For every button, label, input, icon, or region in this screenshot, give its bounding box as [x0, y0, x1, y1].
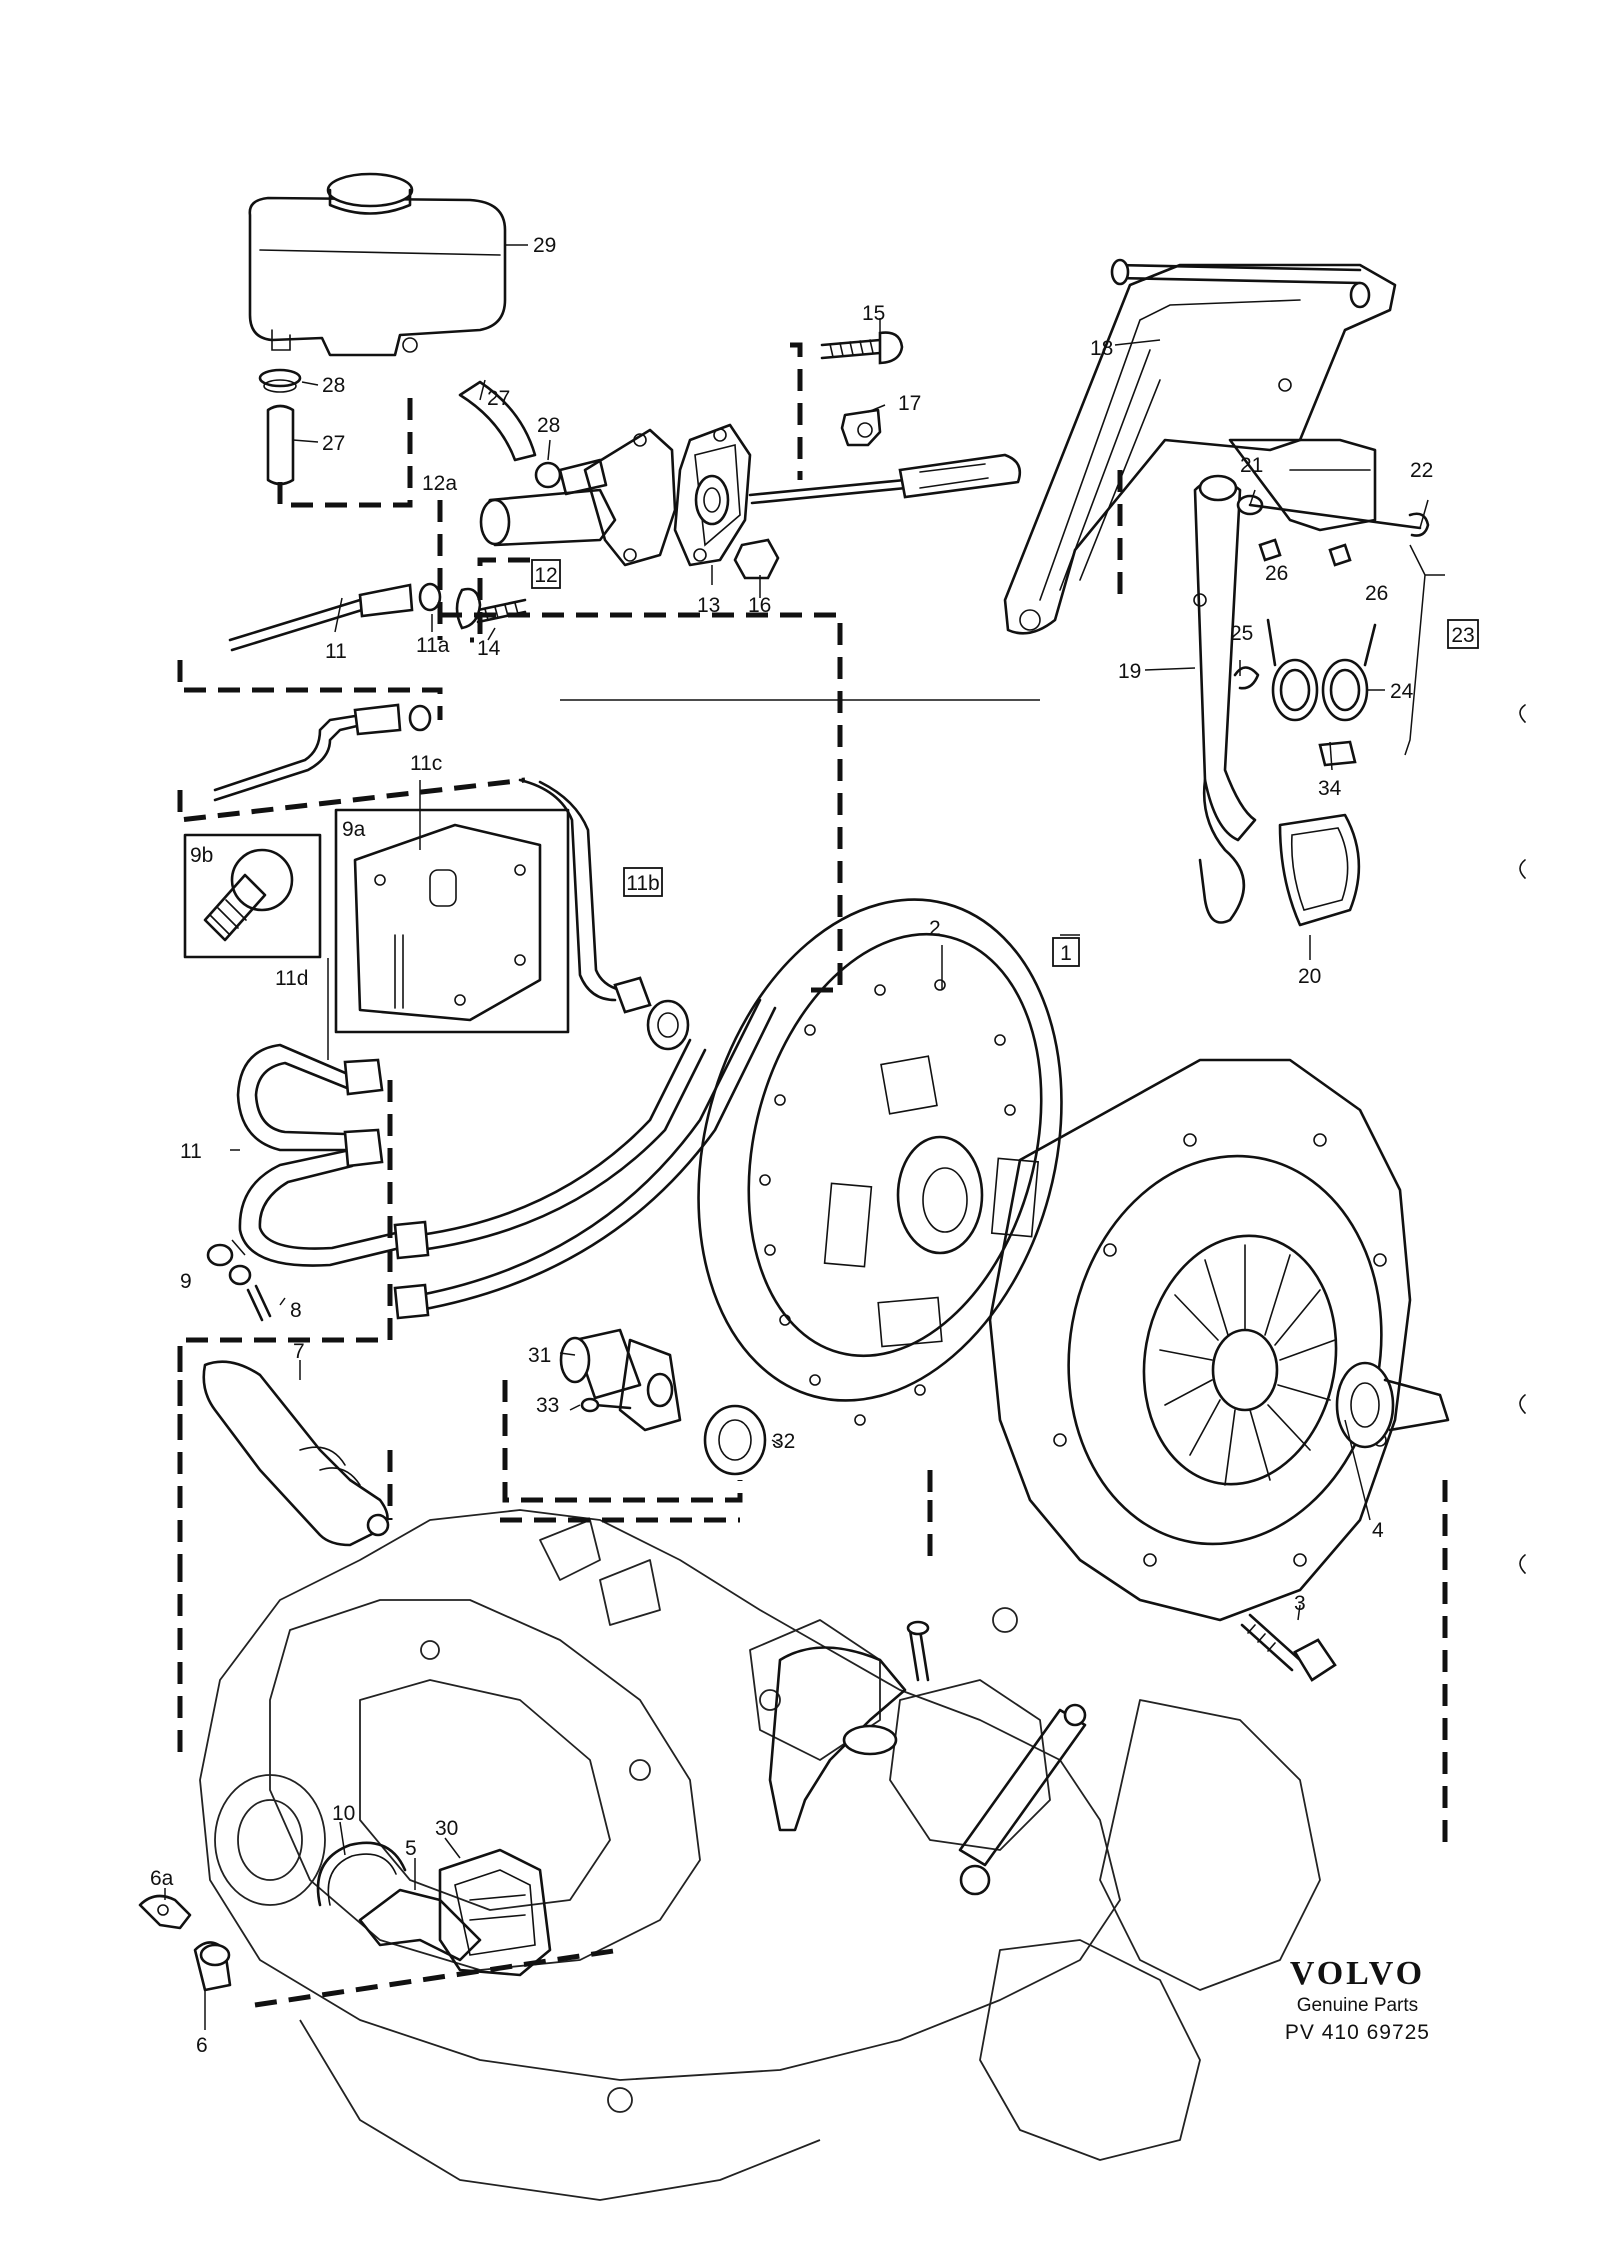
- pressure-plate-bolt: [1240, 1613, 1337, 1682]
- pipe-11c: [213, 703, 432, 802]
- callout-16: 16: [748, 594, 771, 617]
- callout-2: 2: [929, 917, 941, 940]
- connector-lines: [177, 342, 1448, 2008]
- master-bolt: [820, 331, 904, 365]
- callout-21: 21: [1240, 454, 1263, 477]
- callout-29: 29: [533, 234, 556, 257]
- callout-6: 6: [196, 2034, 208, 2057]
- fluid-reservoir: [248, 172, 507, 357]
- callout-5: 5: [405, 1837, 417, 1860]
- callout-33: 33: [536, 1394, 559, 1417]
- guide-sleeve: [559, 1328, 682, 1432]
- hose-to-master: [458, 380, 537, 462]
- bolt-14: [455, 587, 527, 630]
- bleed-nipple: [206, 1243, 272, 1322]
- pedal-bracket: [1003, 258, 1397, 635]
- inset-9a: [334, 808, 570, 1034]
- callout-28-right: 28: [537, 414, 560, 437]
- slave-cylinder: [202, 1360, 390, 1547]
- diagram-code: PV 410 69725: [1284, 2021, 1430, 2044]
- gearbox-housing: [199, 1509, 1321, 2201]
- clip-6a: [138, 1894, 192, 1930]
- callout-27-top: 27: [487, 387, 510, 410]
- reservoir-hose-clamp: [258, 368, 302, 393]
- callout-9a: 9a: [342, 818, 366, 841]
- brand-subtitle: Genuine Parts: [1296, 1995, 1419, 2016]
- guide-bolt: [580, 1397, 632, 1413]
- callout-15: 15: [862, 302, 885, 325]
- clutch-pedal: [1193, 474, 1257, 924]
- callout-9: 9: [180, 1270, 192, 1293]
- callout-34: 34: [1318, 777, 1342, 800]
- callout-18: 18: [1090, 337, 1113, 360]
- callout-12: 12: [534, 564, 557, 587]
- callout-8: 8: [290, 1299, 302, 1322]
- callout-11-top: 11: [325, 640, 347, 663]
- reservoir-hose: [266, 404, 295, 486]
- callout-30: 30: [435, 1817, 458, 1840]
- leader-lines: [164, 244, 1445, 2030]
- callout-12a: 12a: [422, 472, 457, 495]
- mounting-gasket: [673, 423, 752, 567]
- fork-5: [358, 1888, 482, 1962]
- callout-19: 19: [1118, 660, 1141, 683]
- callout-23: 23: [1451, 624, 1474, 647]
- callout-22: 22: [1410, 459, 1433, 482]
- release-lever: [958, 1703, 1087, 1896]
- callout-26-right: 26: [1365, 582, 1388, 605]
- callout-27-bottom: 27: [322, 432, 345, 455]
- master-cylinder: [479, 428, 677, 567]
- return-springs: [1266, 618, 1377, 722]
- pressure-pipe-11: [228, 582, 442, 652]
- inset-9b: [183, 833, 322, 959]
- part-callouts: 1 2 3 4 5 6 6a 7 8 9 9a 9b 10 11 11 11a …: [150, 234, 1479, 2057]
- callout-26-left: 26: [1265, 562, 1288, 585]
- callout-11-mid: 11: [180, 1140, 202, 1163]
- callout-6a: 6a: [150, 1867, 174, 1890]
- callout-7: 7: [293, 1340, 305, 1363]
- callout-11a: 11a: [416, 634, 450, 657]
- callout-1: 1: [1060, 942, 1072, 965]
- callout-10: 10: [332, 1802, 355, 1825]
- clevis-clip: [840, 408, 882, 447]
- release-bearing: [1335, 1361, 1450, 1449]
- callout-32: 32: [772, 1430, 795, 1453]
- long-hose-11: [393, 998, 777, 1320]
- callout-24: 24: [1390, 680, 1414, 703]
- callout-4: 4: [1372, 1519, 1384, 1542]
- callout-11c: 11c: [410, 752, 442, 775]
- callout-17: 17: [898, 392, 921, 415]
- circlip-10: [316, 1841, 407, 1907]
- volvo-logo: VOLVO: [1289, 1955, 1426, 1992]
- callout-31: 31: [528, 1344, 551, 1367]
- hose-11d: [236, 1043, 402, 1267]
- callout-14: 14: [477, 637, 501, 660]
- hose-11b: [518, 778, 690, 1051]
- callout-3: 3: [1294, 1592, 1306, 1615]
- callout-11b: 11b: [626, 872, 659, 895]
- dust-boot-30: [438, 1848, 552, 1977]
- clutch-disc: [697, 898, 1063, 1426]
- pressure-plate: [988, 1058, 1412, 1622]
- master-nut: [733, 538, 780, 580]
- sensor-6: [193, 1941, 232, 1992]
- oil-seal: [703, 1404, 767, 1476]
- callout-25: 25: [1230, 622, 1253, 645]
- push-rod: [748, 453, 1022, 505]
- callout-28-left: 28: [322, 374, 345, 397]
- callout-11d: 11d: [275, 967, 308, 990]
- pedal-pad: [1278, 813, 1361, 927]
- pedal-pin: [1248, 503, 1430, 537]
- callout-9b: 9b: [190, 844, 213, 867]
- volvo-brand-block: VOLVO Genuine Parts PV 410 69725: [1285, 1955, 1430, 2045]
- margin-marks: [1519, 704, 1526, 1574]
- callout-20: 20: [1298, 965, 1321, 988]
- release-fork: [768, 1620, 930, 1832]
- callout-13: 13: [697, 594, 720, 617]
